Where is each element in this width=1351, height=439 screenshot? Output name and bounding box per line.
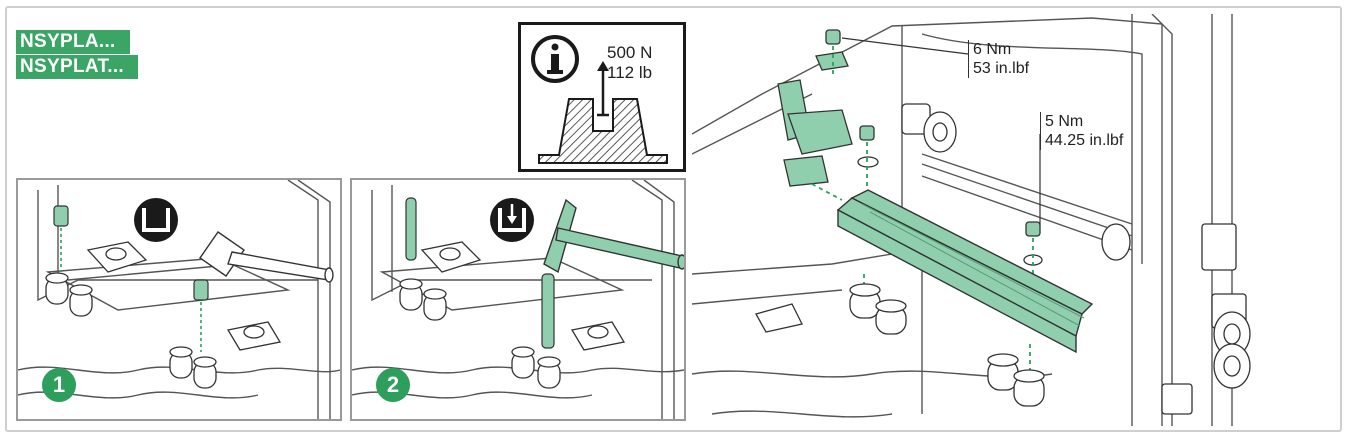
hammer-icon — [199, 231, 334, 283]
step-2-illustration — [352, 180, 684, 419]
info-box: 500 N 112 lb — [518, 22, 686, 172]
force-pound: 112 lb — [607, 63, 653, 82]
step-2-badge: 2 — [376, 368, 410, 402]
rail-profile-icon — [538, 98, 668, 164]
step-1-badge: 1 — [42, 368, 76, 402]
torque-callout-2: 5 Nm 44.25 in.lbf — [1040, 112, 1123, 150]
pull-arrow-icon — [597, 61, 609, 117]
force-newton: 500 N — [607, 43, 653, 62]
mounting-rail — [836, 189, 1094, 354]
torque-1-inlbf: 53 in.lbf — [973, 60, 1030, 77]
socket-down-arrow-icon — [490, 198, 534, 242]
diagram-frame — [5, 6, 1342, 432]
step-2-panel: 2 — [350, 178, 686, 421]
torque-2-inlbf: 44.25 in.lbf — [1045, 132, 1124, 149]
info-icon — [531, 35, 579, 83]
socket-open-icon — [134, 198, 178, 242]
reference-label-2: NSYPLAT... — [16, 55, 138, 79]
main-illustration-panel — [692, 14, 1338, 426]
reference-label-1: NSYPLA... — [16, 30, 130, 54]
torque-callout-1: 6 Nm 53 in.lbf — [968, 40, 1029, 78]
torque-1-nm: 6 Nm — [973, 41, 1012, 58]
torque-2-nm: 5 Nm — [1045, 113, 1084, 130]
hammer-icon — [543, 198, 684, 274]
step-1-panel: 1 — [16, 178, 342, 421]
step-1-illustration — [18, 180, 340, 419]
reference-labels: NSYPLA... NSYPLAT... — [16, 30, 138, 79]
main-illustration — [692, 14, 1251, 426]
info-box-graphic — [531, 35, 668, 164]
